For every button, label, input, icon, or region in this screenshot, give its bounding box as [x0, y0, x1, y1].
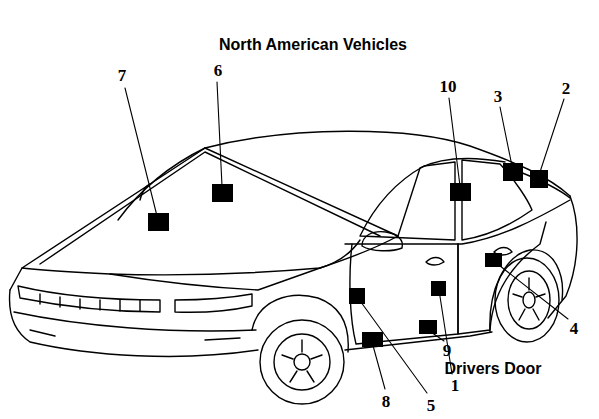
door-handle — [426, 258, 444, 266]
rear-door — [458, 222, 546, 334]
roof-line — [205, 131, 570, 196]
front-fender — [320, 240, 360, 268]
front-tire — [260, 320, 344, 404]
leader-line — [449, 98, 460, 186]
leader-line — [125, 88, 157, 216]
location-marker — [362, 332, 383, 347]
hood-prop — [140, 184, 150, 200]
grille — [18, 286, 160, 312]
fog-lamp — [30, 330, 240, 340]
front-hub — [294, 354, 310, 370]
rear-window — [462, 160, 532, 240]
diagram-title: North American Vehicles — [219, 37, 407, 53]
leader-line — [372, 342, 385, 389]
leader-line — [495, 262, 568, 319]
side-mirror — [362, 232, 402, 251]
callout-number: 5 — [427, 397, 436, 414]
location-marker — [148, 213, 169, 231]
front-wheel-arch — [252, 295, 348, 352]
location-marker — [419, 320, 437, 334]
callout-number: 6 — [214, 62, 223, 79]
headlight — [175, 294, 252, 312]
front-door — [350, 244, 458, 344]
leader-line — [500, 107, 512, 166]
open-hood — [22, 148, 398, 275]
callout-number: 3 — [494, 88, 503, 105]
callout-number: 7 — [118, 67, 127, 84]
callout-number: 2 — [562, 80, 571, 97]
location-marker — [530, 170, 548, 188]
location-marker — [349, 288, 365, 304]
rocker-sill — [345, 332, 492, 350]
bumper-line — [14, 312, 256, 331]
callout-label: Drivers Door — [445, 361, 542, 377]
rear-spokes — [513, 278, 545, 320]
location-marker — [212, 184, 233, 202]
callout-number: 10 — [440, 78, 457, 95]
front-window — [360, 162, 455, 240]
leader-line — [540, 99, 564, 172]
a-pillar — [398, 159, 505, 236]
grille-bars — [40, 294, 140, 311]
location-marker — [485, 253, 502, 267]
front-rim — [274, 334, 330, 390]
callout-number: 8 — [382, 393, 391, 410]
leader-line — [358, 298, 427, 393]
front-spokes — [282, 340, 322, 382]
hood-crease — [40, 152, 380, 264]
location-marker — [431, 281, 446, 296]
callout-number: 9 — [443, 342, 452, 359]
location-marker — [503, 163, 523, 181]
callout-number: 4 — [570, 320, 579, 337]
leader-line — [217, 82, 222, 186]
callout-number: 1 — [451, 377, 460, 394]
rear-tire — [495, 258, 559, 342]
beltline — [345, 200, 570, 244]
windshield-edge — [118, 148, 205, 220]
location-marker — [450, 183, 471, 201]
nose-line — [10, 268, 320, 290]
rear-hub — [523, 292, 535, 308]
